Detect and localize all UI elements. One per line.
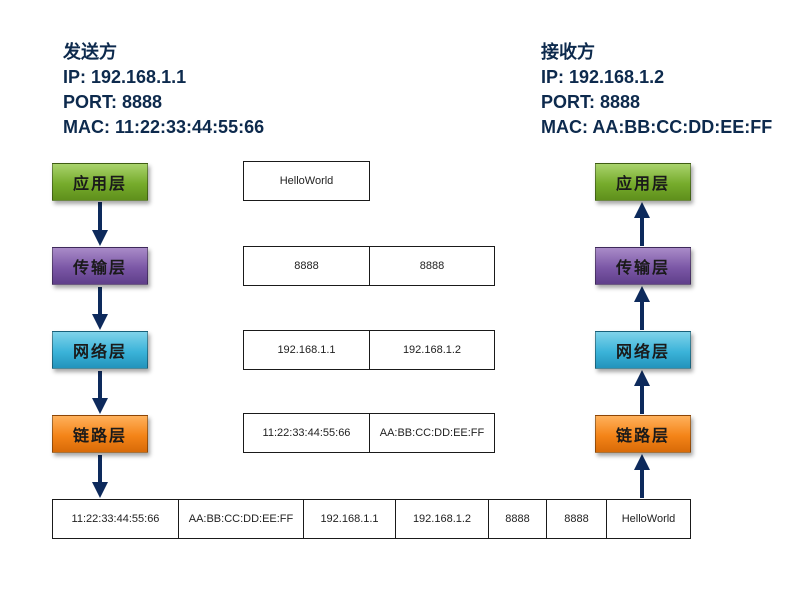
frame-src-port-cell: 8888	[488, 499, 547, 539]
sender-mac: MAC: 11:22:33:44:55:66	[63, 117, 265, 137]
receiver-layer-link: 链路层	[595, 415, 691, 453]
receiver-layer-transport: 传输层	[595, 247, 691, 285]
receiver-layer-application: 应用层	[595, 163, 691, 201]
sender-port: PORT: 8888	[63, 92, 163, 112]
frame-dst-mac-cell: AA:BB:CC:DD:EE:FF	[178, 499, 304, 539]
transport-dst-port-cell: 8888	[369, 246, 495, 286]
receiver-title: 接收方	[541, 42, 595, 63]
receiver-port: PORT: 8888	[541, 92, 641, 112]
sender-layer-transport: 传输层	[52, 247, 148, 285]
receiver-info: 接收方 IP: 192.168.1.2 PORT: 8888 MAC: AA:B…	[541, 40, 772, 140]
frame-dst-ip-cell: 192.168.1.2	[395, 499, 489, 539]
sender-info: 发送方 IP: 192.168.1.1 PORT: 8888 MAC: 11:2…	[63, 40, 264, 140]
frame-dst-port-cell: 8888	[546, 499, 607, 539]
sender-ip: IP: 192.168.1.1	[63, 67, 187, 87]
sender-layer-link: 链路层	[52, 415, 148, 453]
sender-layer-application: 应用层	[52, 163, 148, 201]
frame-src-mac-cell: 11:22:33:44:55:66	[52, 499, 179, 539]
link-src-mac-cell: 11:22:33:44:55:66	[243, 413, 370, 453]
transport-src-port-cell: 8888	[243, 246, 370, 286]
app-data-cell: HelloWorld	[243, 161, 370, 201]
receiver-mac: MAC: AA:BB:CC:DD:EE:FF	[541, 117, 773, 137]
link-dst-mac-cell: AA:BB:CC:DD:EE:FF	[369, 413, 495, 453]
frame-src-ip-cell: 192.168.1.1	[303, 499, 396, 539]
sender-title: 发送方	[63, 42, 117, 63]
network-dst-ip-cell: 192.168.1.2	[369, 330, 495, 370]
receiver-layer-network: 网络层	[595, 331, 691, 369]
sender-layer-network: 网络层	[52, 331, 148, 369]
receiver-ip: IP: 192.168.1.2	[541, 67, 665, 87]
frame-data-cell: HelloWorld	[606, 499, 691, 539]
network-src-ip-cell: 192.168.1.1	[243, 330, 370, 370]
